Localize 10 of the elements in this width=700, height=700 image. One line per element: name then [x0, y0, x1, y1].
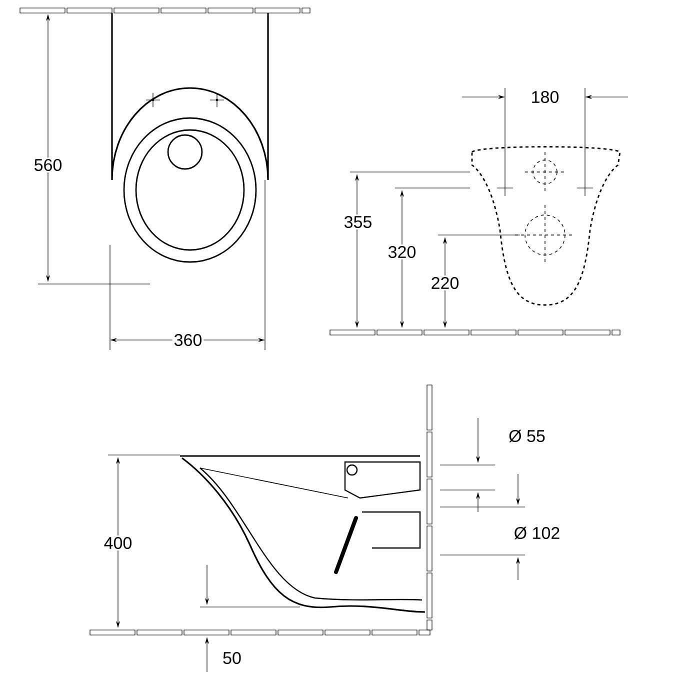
dimension-label: 180 [529, 89, 561, 105]
dimension-label: 220 [429, 275, 461, 291]
dimension-label: Ø 102 [512, 525, 562, 541]
dimension-label: 355 [342, 214, 374, 230]
dimension-label: 560 [32, 157, 64, 173]
dimension-label: 360 [172, 332, 204, 348]
dimension-label: 400 [102, 536, 134, 551]
dimension-label: Ø 55 [507, 428, 547, 444]
dimension-label: 320 [386, 244, 418, 260]
dimension-label: 50 [221, 650, 243, 666]
